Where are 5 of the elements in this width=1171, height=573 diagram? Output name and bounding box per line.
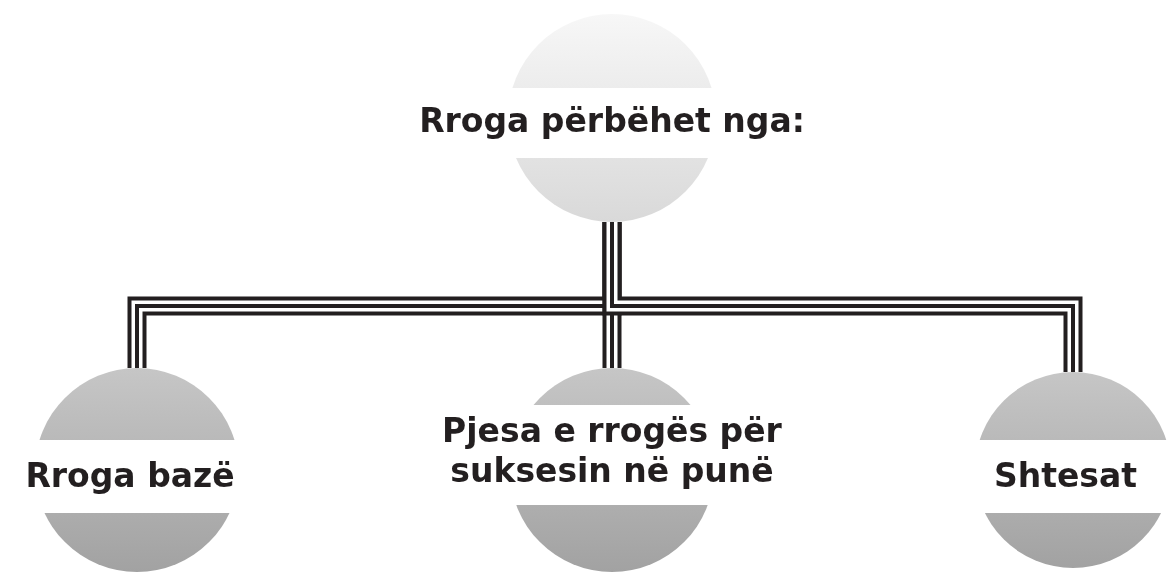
node-label: Rroga bazë — [24, 456, 236, 496]
node-label: Shtesat — [992, 456, 1139, 496]
node-label: Pjesa e rrogës për suksesin në punë — [441, 411, 783, 491]
connector-line — [602, 222, 1083, 372]
node-label: Rroga përbëhet nga: — [418, 101, 806, 141]
